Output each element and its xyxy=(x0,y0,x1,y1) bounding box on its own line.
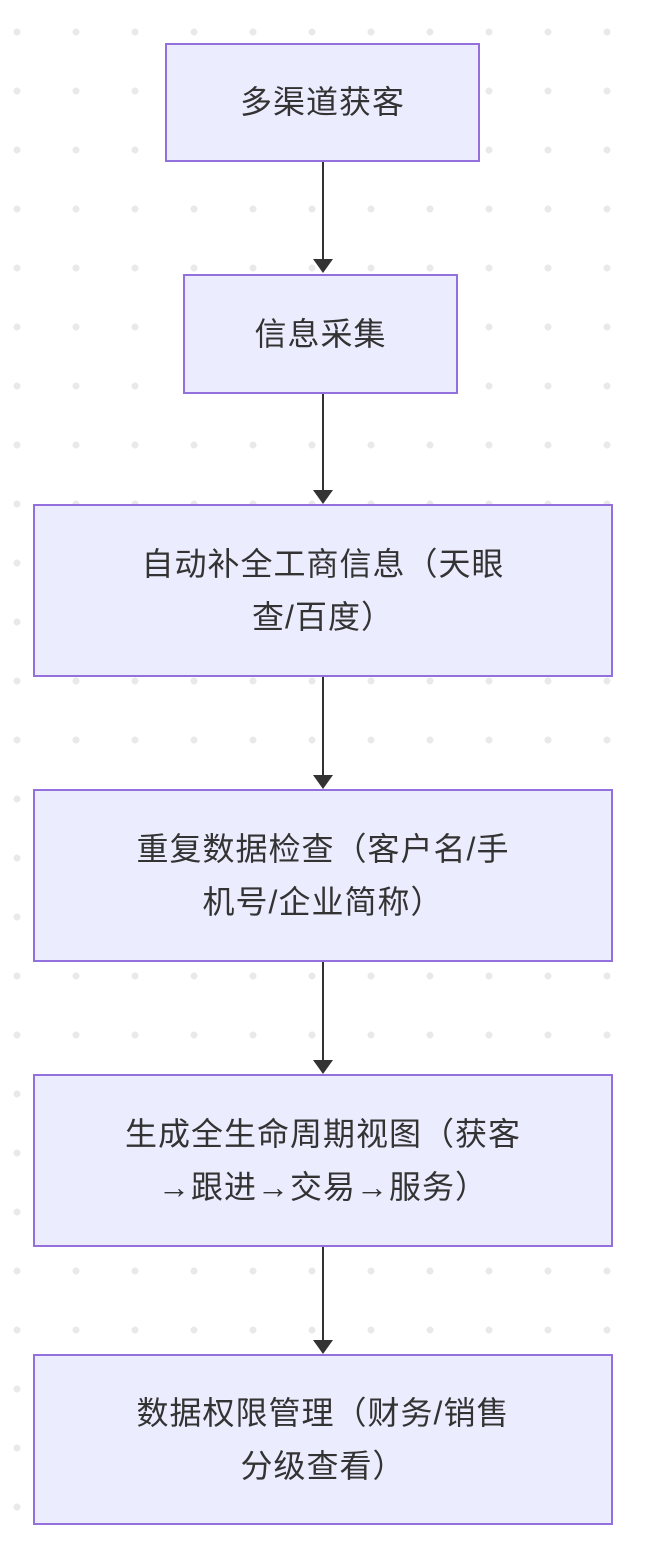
arrowhead-down-icon xyxy=(313,775,333,789)
arrowhead-down-icon xyxy=(313,490,333,504)
flow-arrow-2 xyxy=(313,394,333,504)
flow-node-lifecycle-view: 生成全生命周期视图（获客 →跟进→交易→服务） xyxy=(33,1074,613,1247)
flow-node-duplicate-data-check: 重复数据检查（客户名/手 机号/企业简称） xyxy=(33,789,613,962)
flow-node-info-collection: 信息采集 xyxy=(183,274,458,394)
node-label: 重复数据检查（客户名/手 xyxy=(136,830,510,867)
node-label: 分级查看） xyxy=(240,1447,406,1484)
node-label: 生成全生命周期视图（获客 xyxy=(124,1115,521,1152)
flow-node-auto-complete-business-info: 自动补全工商信息（天眼 查/百度） xyxy=(33,504,613,677)
node-label: 多渠道获客 xyxy=(239,84,405,120)
arrow-shaft xyxy=(322,1247,324,1342)
arrow-shaft xyxy=(322,962,324,1062)
arrowhead-down-icon xyxy=(313,1340,333,1354)
arrow-shaft xyxy=(322,394,324,492)
arrowhead-down-icon xyxy=(313,1060,333,1074)
node-label: 信息采集 xyxy=(254,315,387,352)
flow-arrow-3 xyxy=(313,677,333,789)
node-label: 自动补全工商信息（天眼 xyxy=(141,545,505,582)
arrowhead-down-icon xyxy=(313,259,333,273)
node-label: 查/百度） xyxy=(252,598,394,635)
flow-node-data-permission-management: 数据权限管理（财务/销售 分级查看） xyxy=(33,1354,613,1525)
node-label: 数据权限管理（财务/销售 xyxy=(136,1394,510,1431)
flow-arrow-1 xyxy=(313,162,333,273)
flow-arrow-5 xyxy=(313,1247,333,1354)
arrow-shaft xyxy=(322,162,324,261)
node-label: 机号/企业简称） xyxy=(202,883,444,920)
arrow-shaft xyxy=(322,677,324,777)
flow-node-multi-channel-acquisition: 多渠道获客 xyxy=(165,43,480,162)
node-label: →跟进→交易→服务） xyxy=(157,1168,488,1205)
flow-arrow-4 xyxy=(313,962,333,1074)
